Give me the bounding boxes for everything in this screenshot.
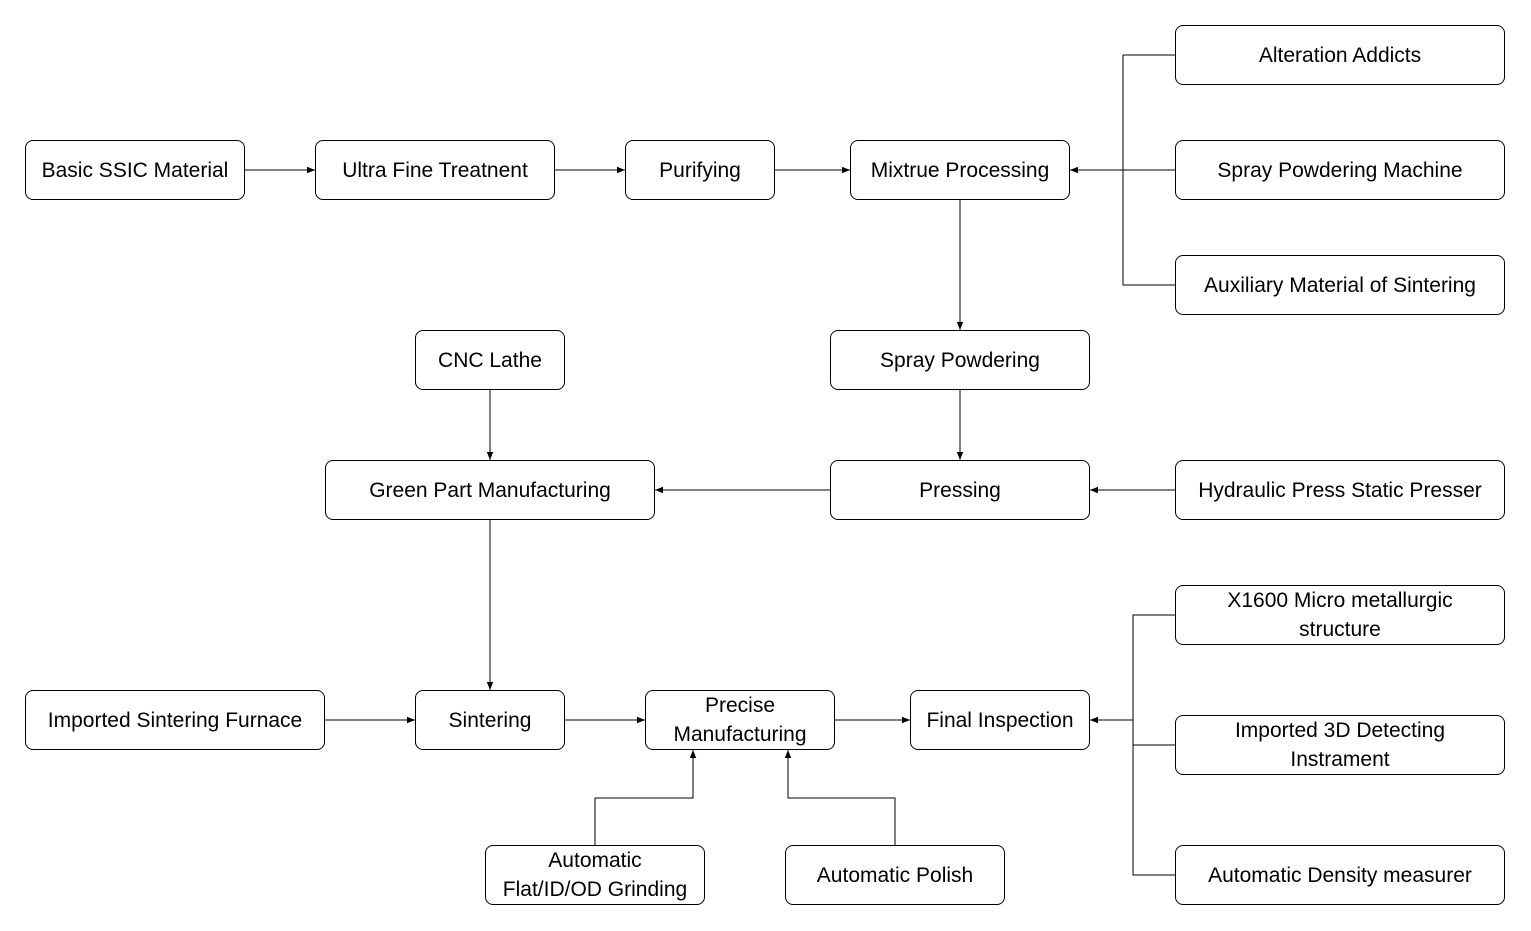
node-automatic-grinding: Automatic Flat/ID/OD Grinding — [485, 845, 705, 905]
node-label: Automatic Density measurer — [1208, 863, 1472, 887]
node-label: Automatic Polish — [816, 863, 974, 887]
node-alteration-addicts: Alteration Addicts — [1175, 25, 1505, 85]
node-green-part-manufacturing: Green Part Manufacturing — [325, 460, 655, 520]
edge-grinding-to-precise — [594, 750, 697, 845]
node-label: CNC Lathe — [438, 348, 542, 372]
node-sintering: Sintering — [415, 690, 565, 750]
node-precise-manufacturing: Precise Manufacturing — [645, 690, 835, 750]
node-basic-ssic-material: Basic SSIC Material — [25, 140, 245, 200]
edge-auxiliary-branch — [1122, 170, 1175, 286]
node-label: Final Inspection — [926, 708, 1074, 732]
edge-polish-to-precise — [784, 750, 896, 845]
node-x1600-micro-structure: X1600 Micro metallurgic structure — [1175, 585, 1505, 645]
node-ultra-fine-treatnent: Ultra Fine Treatnent — [315, 140, 555, 200]
node-hydraulic-press: Hydraulic Press Static Presser — [1175, 460, 1505, 520]
node-label: Spray Powdering — [880, 348, 1040, 372]
node-label: Hydraulic Press Static Presser — [1198, 478, 1482, 502]
node-label: Automatic Flat/ID/OD Grinding — [502, 849, 688, 901]
node-label: Pressing — [919, 478, 1001, 502]
edge-alteration-branch — [1122, 54, 1175, 170]
node-purifying: Purifying — [625, 140, 775, 200]
node-label: Purifying — [659, 158, 741, 182]
node-label: Basic SSIC Material — [41, 158, 229, 182]
node-label: Mixtrue Processing — [870, 158, 1050, 182]
node-imported-3d-detecting: Imported 3D Detecting Instrament — [1175, 715, 1505, 775]
node-spray-powdering: Spray Powdering — [830, 330, 1090, 390]
node-label: Precise Manufacturing — [673, 694, 807, 746]
node-label: Ultra Fine Treatnent — [342, 158, 528, 182]
node-label: Auxiliary Material of Sintering — [1204, 273, 1476, 297]
node-final-inspection: Final Inspection — [910, 690, 1090, 750]
node-cnc-lathe: CNC Lathe — [415, 330, 565, 390]
node-mixtrue-processing: Mixtrue Processing — [850, 140, 1070, 200]
node-label: Imported 3D Detecting Instrament — [1234, 719, 1446, 771]
node-automatic-polish: Automatic Polish — [785, 845, 1005, 905]
node-auxiliary-material: Auxiliary Material of Sintering — [1175, 255, 1505, 315]
node-label: Imported Sintering Furnace — [47, 708, 303, 732]
node-imported-sintering-furnace: Imported Sintering Furnace — [25, 690, 325, 750]
node-label: Spray Powdering Machine — [1217, 158, 1463, 182]
node-label: Green Part Manufacturing — [369, 478, 611, 502]
node-label: Sintering — [448, 708, 532, 732]
node-spray-powdering-machine: Spray Powdering Machine — [1175, 140, 1505, 200]
edge-density-branch — [1132, 720, 1175, 876]
node-pressing: Pressing — [830, 460, 1090, 520]
node-label: Alteration Addicts — [1258, 43, 1422, 67]
node-automatic-density-measurer: Automatic Density measurer — [1175, 845, 1505, 905]
edge-x1600-branch — [1132, 614, 1175, 720]
node-label: X1600 Micro metallurgic structure — [1227, 589, 1453, 641]
